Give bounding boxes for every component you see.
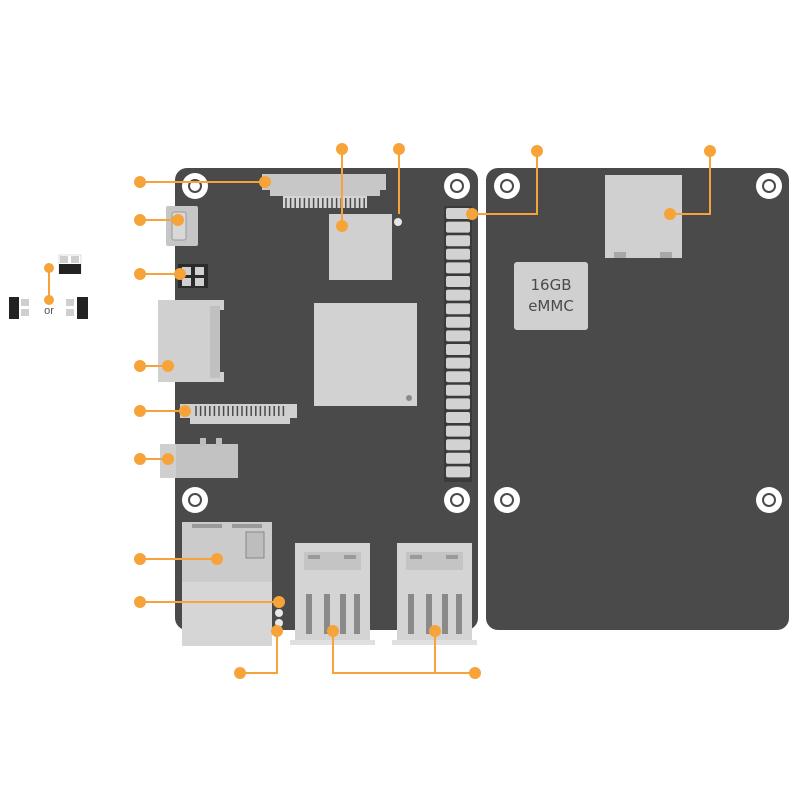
gpio-pin (446, 371, 470, 383)
callout-dot (134, 553, 146, 565)
callout-dot (234, 667, 246, 679)
gpio-pin (446, 303, 470, 315)
mounting-hole-icon (444, 173, 470, 199)
board-top-view (158, 168, 478, 646)
jumper-legend: or (9, 254, 88, 319)
callout-dot (134, 453, 146, 465)
callout-dots (134, 143, 716, 679)
mounting-hole-icon (756, 173, 782, 199)
callout-dot (134, 360, 146, 372)
microsd-slot (158, 300, 224, 382)
gpio-pin (446, 221, 470, 233)
jumper-vertical-left-icon (9, 297, 31, 319)
usb-port-left (290, 543, 375, 645)
callout-dot (174, 268, 186, 280)
callout-dot (211, 553, 223, 565)
callout-dot (466, 208, 478, 220)
micro-usb-port (166, 206, 198, 246)
callout-dot (179, 405, 191, 417)
board-bottom-view: 16GB eMMC (486, 168, 789, 630)
gpio-pin (446, 208, 470, 219)
gpio-header (444, 206, 472, 482)
gpio-pin (446, 357, 470, 369)
mounting-hole-icon (444, 487, 470, 513)
led-icon (394, 218, 402, 226)
mounting-hole-icon (494, 173, 520, 199)
gpio-pin (446, 316, 470, 328)
callout-dot (327, 625, 339, 637)
emmc-capacity-label: 16GB (530, 276, 571, 294)
mounting-hole-icon (756, 487, 782, 513)
soc-chip (314, 303, 417, 406)
gpio-pin (446, 235, 470, 247)
display-connector (262, 174, 386, 208)
callout-dot (44, 295, 54, 305)
hdmi-port (182, 522, 272, 646)
callout-dot (162, 453, 174, 465)
callout-dot (273, 596, 285, 608)
mounting-hole-icon (182, 487, 208, 513)
callout-dot (134, 596, 146, 608)
gpio-pin (446, 384, 470, 396)
emmc-chip: 16GB eMMC (514, 262, 588, 330)
jumper-horizontal-icon (58, 254, 82, 274)
callout-dot (704, 145, 716, 157)
callout-dot (134, 268, 146, 280)
camera-connector (180, 404, 297, 424)
gpio-pin (446, 276, 470, 287)
callout-dot (664, 208, 676, 220)
callout-dot (134, 214, 146, 226)
gpio-pin (446, 248, 470, 260)
gpio-pin (446, 262, 470, 274)
gpio-pin (446, 344, 470, 355)
gpio-pin (446, 439, 470, 451)
gpio-pin (446, 398, 470, 410)
callout-dot (162, 360, 174, 372)
callout-dot (393, 143, 405, 155)
jumper-or-label: or (44, 305, 54, 317)
gpio-pin (446, 466, 470, 478)
callout-dot (531, 145, 543, 157)
jumper-vertical-right-icon (66, 297, 88, 319)
gpio-pin (446, 289, 470, 301)
callout-dot (172, 214, 184, 226)
callout-gpio-header (472, 151, 538, 215)
callout-dot (336, 220, 348, 232)
mounting-hole-icon (494, 487, 520, 513)
callout-dot (259, 176, 271, 188)
callout-dot (336, 143, 348, 155)
callout-dot (44, 263, 54, 273)
gpio-pin (446, 425, 470, 437)
mounting-hole-icon (182, 173, 208, 199)
callout-usb-ports (332, 631, 475, 674)
emmc-type-label: eMMC (528, 297, 574, 315)
callout-activity-led (240, 631, 278, 674)
callout-dot (134, 176, 146, 188)
gpio-pin (446, 330, 470, 342)
callout-microsd-bottom (670, 151, 711, 215)
gpio-pin (446, 412, 470, 423)
callout-dot (469, 667, 481, 679)
callout-dot (429, 625, 441, 637)
gpio-pin (446, 452, 470, 464)
callout-dot (271, 625, 283, 637)
led-icon (275, 609, 283, 617)
callout-dot (134, 405, 146, 417)
